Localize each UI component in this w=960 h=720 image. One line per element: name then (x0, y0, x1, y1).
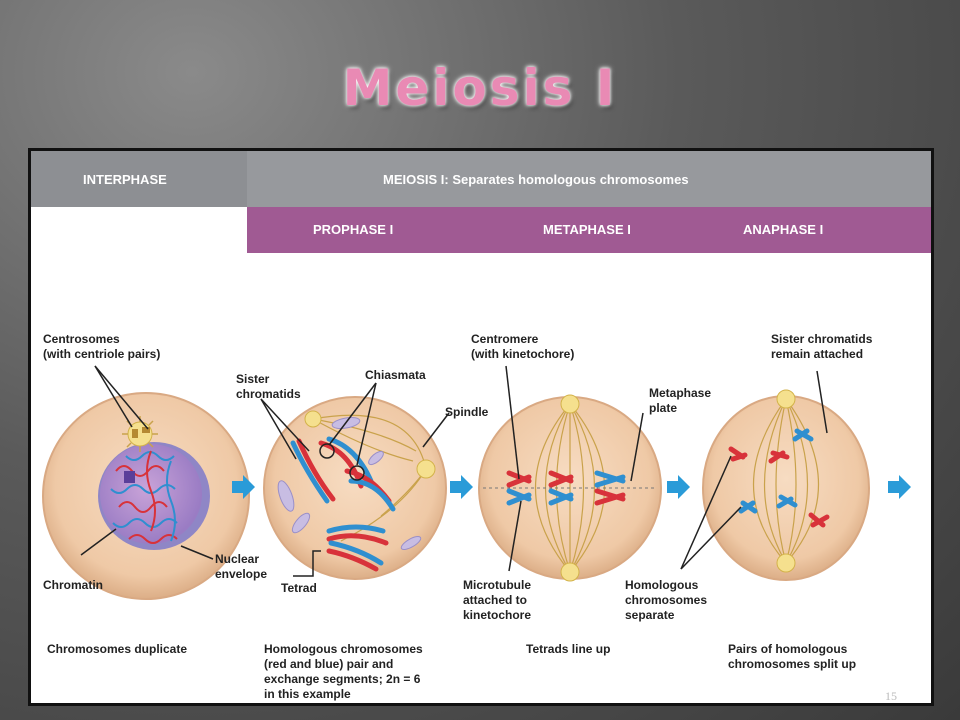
prophase-caption-1: Homologous chromosomes (264, 642, 423, 656)
arrow-right-icon (888, 475, 911, 499)
interphase-header: INTERPHASE (83, 172, 167, 187)
phase-header-bg (247, 207, 931, 253)
centrosomes-label: Centrosomes (43, 332, 120, 346)
metaphase-plate-sublabel: plate (649, 401, 677, 415)
arrow-right-icon (667, 475, 690, 499)
microtubule-sublabel-2: kinetochore (463, 608, 531, 622)
anaphase-cell (680, 370, 870, 581)
homologous-separate-sublabel-2: separate (625, 608, 675, 622)
centromere-sublabel: (with kinetochore) (471, 347, 574, 361)
centrosome-icon (122, 416, 158, 452)
anaphase-header: ANAPHASE I (743, 222, 823, 237)
figure-frame: INTERPHASE MEIOSIS I: Separates homologo… (28, 148, 934, 706)
metaphase-header: METAPHASE I (543, 222, 631, 237)
prophase-header: PROPHASE I (313, 222, 393, 237)
sister-chromatids-sublabel: chromatids (236, 387, 301, 401)
nuclear-envelope-label: Nuclear (215, 552, 259, 566)
prophase-caption-3: exchange segments; 2n = 6 (264, 672, 421, 686)
arrow-right-icon (232, 475, 255, 499)
microtubule-label: Microtubule (463, 578, 531, 592)
metaphase-plate-label: Metaphase (649, 386, 711, 400)
sister-attached-sublabel: remain attached (771, 347, 863, 361)
prophase-caption-2: (red and blue) pair and (264, 657, 393, 671)
anaphase-caption-2: chromosomes split up (728, 657, 856, 671)
tetrad-label: Tetrad (281, 581, 317, 595)
homologous-separate-label: Homologous (625, 578, 699, 592)
interphase-cell (42, 365, 250, 600)
meiosis-header: MEIOSIS I: Separates homologous chromoso… (383, 172, 689, 187)
sister-attached-label: Sister chromatids (771, 332, 873, 346)
prophase-cell (260, 382, 450, 580)
centrosomes-sublabel: (with centriole pairs) (43, 347, 160, 361)
metaphase-cell (478, 365, 662, 582)
anaphase-caption-1: Pairs of homologous (728, 642, 848, 656)
interphase-header-bg (31, 151, 247, 207)
slide-title: Meiosis I (342, 59, 618, 117)
metaphase-caption: Tetrads line up (526, 642, 610, 656)
meiosis-diagram: INTERPHASE MEIOSIS I: Separates homologo… (31, 151, 931, 701)
nuclear-envelope-sublabel: envelope (215, 567, 267, 581)
homologous-separate-sublabel-1: chromosomes (625, 593, 707, 607)
sister-chromatids-label: Sister (236, 372, 270, 386)
page-number: 15 (885, 689, 897, 703)
centromere-label: Centromere (471, 332, 539, 346)
chromatin-label: Chromatin (43, 578, 103, 592)
spindle-label: Spindle (445, 405, 489, 419)
prophase-caption-4: in this example (264, 687, 351, 701)
interphase-caption: Chromosomes duplicate (47, 642, 187, 656)
chiasmata-label: Chiasmata (365, 368, 426, 382)
microtubule-sublabel-1: attached to (463, 593, 527, 607)
meiosis-header-bg (247, 151, 931, 207)
arrow-right-icon (450, 475, 473, 499)
